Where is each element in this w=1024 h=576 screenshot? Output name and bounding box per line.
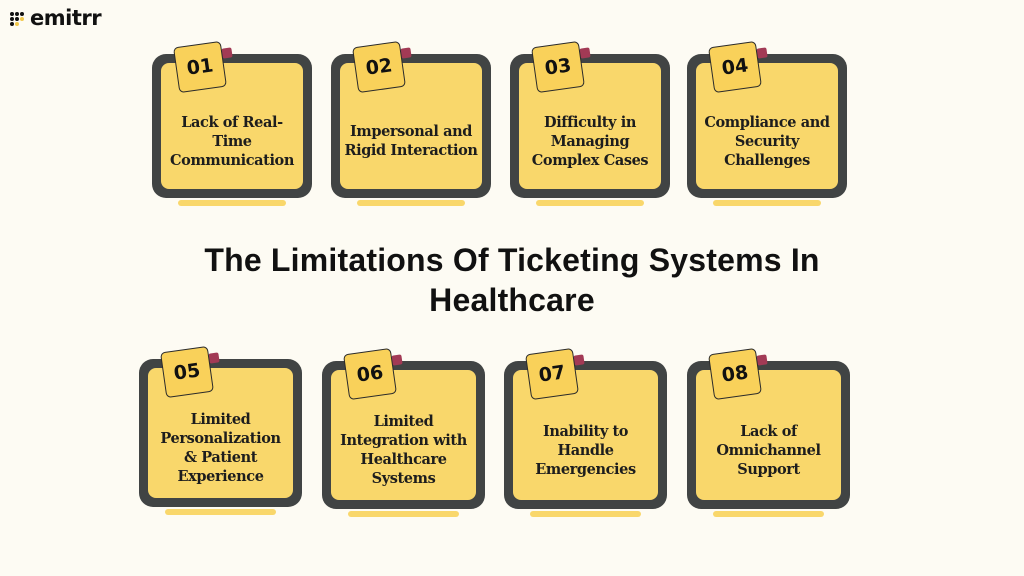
limitation-card-08: Lack of Omnichannel Support 08 bbox=[687, 347, 850, 517]
limitation-card-01: Lack of Real-Time Communication 01 bbox=[152, 40, 312, 206]
card-label: Limited Personalization & Patient Experi… bbox=[160, 411, 281, 485]
card-label: Lack of Real-Time Communication bbox=[170, 113, 294, 169]
card-label: Difficulty in Managing Complex Cases bbox=[531, 113, 649, 169]
card-foot-bar bbox=[536, 200, 644, 206]
title-line-1: The Limitations Of Ticketing Systems In bbox=[204, 242, 820, 278]
card-label: Compliance and Security Challenges bbox=[704, 113, 830, 169]
limitation-card-06: Limited Integration with Healthcare Syst… bbox=[322, 347, 485, 517]
bookmark-tab bbox=[221, 47, 233, 59]
bookmark-tab bbox=[579, 47, 591, 59]
card-foot-bar bbox=[348, 511, 459, 517]
limitation-card-02: Impersonal and Rigid Interaction 02 bbox=[331, 40, 491, 206]
emitrr-logo: emitrr bbox=[10, 6, 102, 30]
limitation-card-07: Inability to Handle Emergencies 07 bbox=[504, 347, 667, 517]
card-label: Impersonal and Rigid Interaction bbox=[344, 123, 478, 159]
limitation-card-03: Difficulty in Managing Complex Cases 03 bbox=[510, 40, 670, 206]
number-badge: 04 bbox=[708, 40, 762, 94]
number-badge: 08 bbox=[708, 347, 762, 401]
page-title: The Limitations Of Ticketing Systems In … bbox=[0, 240, 1024, 320]
card-foot-bar bbox=[178, 200, 286, 206]
card-foot-bar bbox=[165, 509, 276, 515]
number-badge: 03 bbox=[531, 40, 585, 94]
dot-grid-icon bbox=[10, 11, 26, 26]
number-badge: 06 bbox=[343, 347, 397, 401]
bookmark-tab bbox=[573, 354, 585, 366]
card-foot-bar bbox=[713, 200, 821, 206]
card-label: Lack of Omnichannel Support bbox=[716, 422, 821, 478]
bookmark-tab bbox=[400, 47, 412, 59]
card-label: Inability to Handle Emergencies bbox=[535, 422, 636, 478]
bookmark-tab bbox=[391, 354, 403, 366]
limitation-card-04: Compliance and Security Challenges 04 bbox=[687, 40, 847, 206]
card-foot-bar bbox=[357, 200, 465, 206]
card-foot-bar bbox=[713, 511, 824, 517]
number-badge: 02 bbox=[352, 40, 406, 94]
bookmark-tab bbox=[756, 354, 768, 366]
brand-name: emitrr bbox=[30, 6, 102, 30]
card-label: Limited Integration with Healthcare Syst… bbox=[340, 413, 467, 487]
limitation-card-05: Limited Personalization & Patient Experi… bbox=[139, 345, 302, 515]
bookmark-tab bbox=[756, 47, 768, 59]
number-badge: 01 bbox=[173, 40, 227, 94]
number-badge: 07 bbox=[525, 347, 579, 401]
card-foot-bar bbox=[530, 511, 641, 517]
title-line-2: Healthcare bbox=[429, 282, 595, 318]
bookmark-tab bbox=[208, 352, 220, 364]
number-badge: 05 bbox=[160, 345, 214, 399]
